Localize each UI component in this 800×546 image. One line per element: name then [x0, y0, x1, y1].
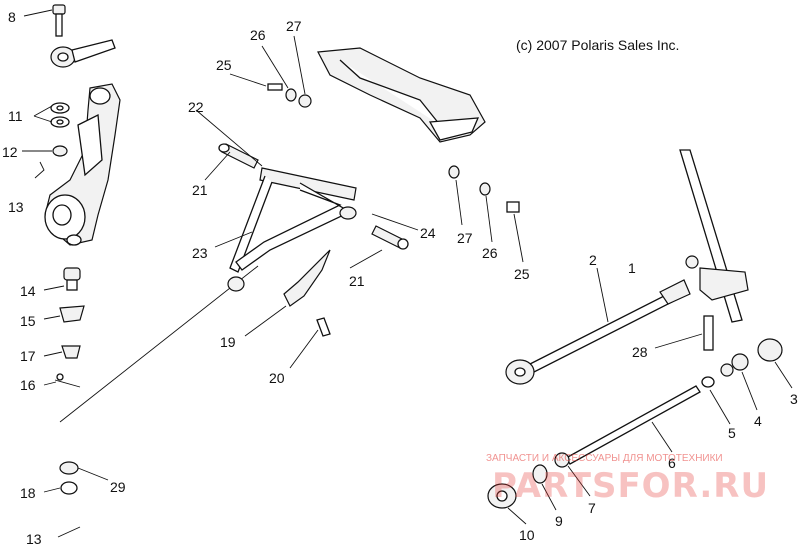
hardware-top	[267, 83, 312, 108]
bushing-part-21	[218, 143, 409, 250]
rod-end-parts-9-10	[487, 464, 548, 509]
callout-16: 16	[20, 377, 36, 393]
callout-12: 12	[2, 144, 18, 160]
copyright-notice: (c) 2007 Polaris Sales Inc.	[516, 37, 680, 53]
callout-20: 20	[269, 370, 285, 386]
steering-post-part-1	[679, 149, 749, 323]
axis-line	[59, 265, 259, 423]
callout-27-b: 27	[457, 230, 473, 246]
leader-lines	[22, 9, 793, 525]
callout-11: 11	[8, 108, 23, 124]
callout-23: 23	[192, 245, 208, 261]
callout-2: 2	[589, 252, 597, 268]
hardware-right	[448, 165, 520, 213]
callout-17: 17	[20, 348, 36, 364]
callout-8: 8	[8, 9, 16, 25]
nut-part-12	[52, 145, 68, 157]
callout-3: 3	[790, 391, 798, 407]
tie-rod-part-6	[554, 385, 701, 468]
callout-7: 7	[588, 500, 596, 516]
callout-1: 1	[628, 260, 636, 276]
watermark-logo: PARTSFOR.RU	[492, 466, 769, 506]
callout-labels: 8 11 12 13 14 15 17 16 18 29 13 26 27 25…	[2, 9, 798, 546]
callout-25: 25	[216, 57, 232, 73]
a-arm-part-23	[227, 167, 357, 292]
callout-29: 29	[110, 479, 126, 495]
callout-26-b: 26	[482, 245, 498, 261]
callout-19: 19	[220, 334, 236, 350]
pin-part-16	[54, 373, 81, 388]
tie-rod-part-2	[505, 279, 691, 385]
callout-21: 21	[192, 182, 208, 198]
callout-13-bottom: 13	[26, 531, 42, 546]
bolt-part-8	[52, 4, 66, 37]
callout-13: 13	[8, 199, 24, 215]
washers-part-11	[50, 102, 70, 128]
callout-14: 14	[20, 283, 36, 299]
watermark-tagline: ЗАПЧАСТИ И АКСЕССУАРЫ ДЛЯ МОТОТЕХНИКИ	[486, 453, 723, 464]
frame-section	[317, 47, 486, 143]
spindle-knuckle	[44, 83, 121, 246]
cotter-pin-part-13-bottom	[57, 526, 81, 538]
callout-4: 4	[754, 413, 762, 429]
shaft-part-22	[195, 109, 263, 167]
callout-10: 10	[519, 527, 535, 543]
rod-end-parts-3-4-5	[701, 338, 783, 388]
callout-5: 5	[728, 425, 736, 441]
cotter-pin-part-13	[34, 161, 45, 179]
callout-26: 26	[250, 27, 266, 43]
callout-24: 24	[420, 225, 436, 241]
callout-21-b: 21	[349, 273, 365, 289]
tie-rod-end-top	[50, 39, 116, 68]
callout-25-b: 25	[514, 266, 530, 282]
bolt-part-28	[703, 315, 714, 351]
callout-22: 22	[188, 99, 204, 115]
callout-27: 27	[286, 18, 302, 34]
callout-15: 15	[20, 313, 36, 329]
guard-part-19	[283, 249, 331, 307]
callout-9: 9	[555, 513, 563, 529]
callout-6: 6	[668, 455, 676, 471]
boot-part-17	[61, 345, 81, 359]
nut-part-18-29	[59, 461, 79, 495]
ball-joint-part-14	[63, 267, 81, 291]
retainer-part-15	[59, 305, 85, 323]
bolt-part-20	[316, 317, 331, 337]
watermark: ЗАПЧАСТИ И АКСЕССУАРЫ ДЛЯ МОТОТЕХНИКИ PA…	[486, 453, 769, 506]
callout-28: 28	[632, 344, 648, 360]
callout-18: 18	[20, 485, 36, 501]
